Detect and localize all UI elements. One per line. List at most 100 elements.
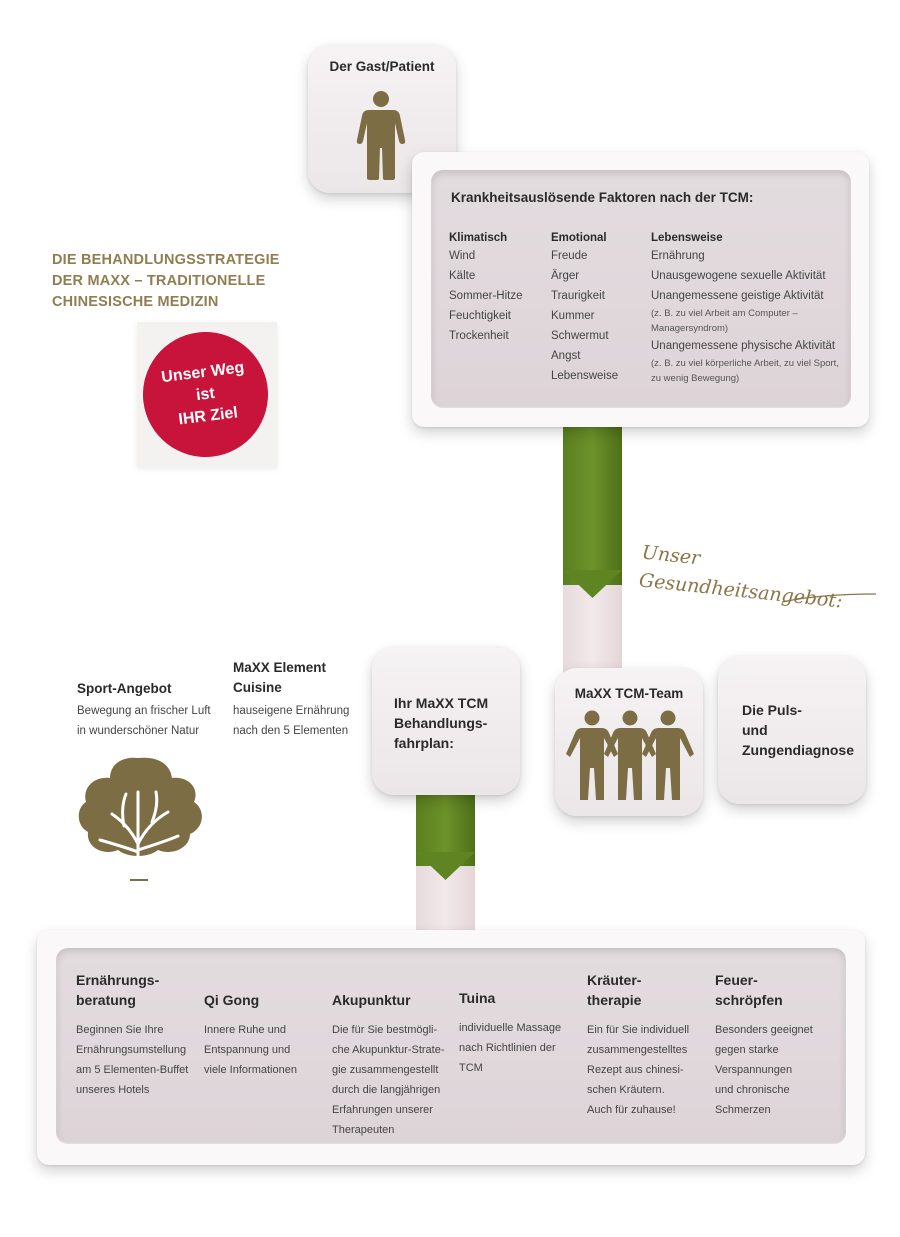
treatment-acupuncture: Akupunktur Die für Sie bestmögli- che Ak… (332, 990, 445, 1140)
list-item: Unangemessene physische Aktivität (651, 340, 836, 352)
guest-label: Der Gast/Patient (329, 59, 435, 74)
person-icon (356, 91, 406, 180)
treatment-cupping: Feuer- schröpfen Besonders geeignet gege… (715, 970, 813, 1120)
list-note: (z. B. zu viel Arbeit am Computer – (651, 308, 798, 319)
list-item: Feuchtigkeit (449, 310, 512, 322)
badge-line-2: ist (195, 384, 216, 404)
list-item: Freude (551, 250, 588, 262)
plan-line-3: fahrplan: (394, 735, 454, 751)
list-item: Kummer (551, 310, 595, 322)
arrow-down-icon (563, 570, 622, 598)
treatment-text: Auch für zuhause! (587, 1104, 676, 1116)
treatment-herbal: Kräuter- therapie Ein für Sie individuel… (587, 970, 689, 1120)
team-card: MaXX TCM-Team (555, 668, 703, 816)
treatment-text: Innere Ruhe und (204, 1024, 286, 1036)
treatment-text: Entspannung und (204, 1044, 291, 1056)
list-note: Managersyndrom) (651, 323, 729, 334)
upper-connector (563, 410, 622, 675)
treatment-text: gegen starke (715, 1044, 779, 1056)
treatment-text: gie zusammengestellt (332, 1064, 439, 1076)
diagnosis-card: Die Puls- und Zungendiagnose (718, 656, 866, 804)
list-item: Wind (449, 250, 476, 262)
arrow-down-icon (416, 852, 475, 880)
diagnosis-line-3: Zungendiagnose (742, 742, 854, 758)
sport-text-1: Bewegung an frischer Luft (77, 705, 211, 717)
column-heading: Emotional (551, 232, 607, 244)
treatment-text: individuelle Massage (459, 1022, 562, 1034)
treatment-text: Ein für Sie individuell (587, 1024, 690, 1036)
plan-line-2: Behandlungs- (394, 715, 488, 731)
plan-label: Ihr MaXX TCM Behandlungs- fahrplan: (394, 693, 488, 753)
treatment-text: viele Informationen (204, 1064, 297, 1076)
treatment-heading: Tuina (459, 990, 496, 1006)
list-item: Schwermut (551, 330, 609, 342)
treatments-panel: Ernährungs- beratung Beginnen Sie Ihre E… (56, 948, 846, 1144)
column-heading: Klimatisch (449, 232, 508, 244)
treatment-text: Verspannungen (715, 1064, 793, 1076)
title-line-2: DER MAXX – TRADITIONELLE (52, 273, 266, 289)
title-line-1: DIE BEHANDLUNGSSTRATEGIE (52, 252, 280, 268)
diagnosis-label: Die Puls- und Zungendiagnose (742, 700, 854, 760)
tree-icon (78, 757, 202, 882)
treatment-heading: beratung (76, 992, 136, 1008)
list-item: Traurigkeit (551, 290, 605, 302)
cuisine-text-1: hauseigene Ernährung (233, 705, 350, 717)
treatment-text: Rezept aus chinesi- (587, 1064, 684, 1076)
treatment-text: Beginnen Sie Ihre (76, 1024, 164, 1036)
script-underline (781, 593, 877, 603)
treatment-text: durch die langjährigen (332, 1084, 441, 1096)
treatment-heading: Feuer- (715, 972, 758, 988)
list-item: Ernährung (651, 250, 705, 262)
list-item: Angst (551, 350, 581, 362)
plan-line-1: Ihr MaXX TCM (394, 695, 489, 711)
list-item: Sommer-Hitze (449, 290, 523, 302)
team-icon (566, 710, 694, 800)
treatment-heading: Akupunktur (332, 992, 411, 1008)
list-item: Trockenheit (449, 330, 509, 342)
diagnosis-line-1: Die Puls- (742, 702, 802, 718)
cuisine-heading-2: Cuisine (233, 680, 282, 695)
list-item: Kälte (449, 270, 476, 282)
factors-column-climatic: Klimatisch Wind Kälte Sommer-Hitze Feuch… (449, 230, 522, 346)
factors-column-lifestyle: Lebensweise Ernährung Unausgewogene sexu… (651, 230, 846, 386)
treatment-text: Die für Sie bestmögli- (332, 1024, 438, 1036)
sport-heading: Sport-Angebot (77, 681, 172, 696)
cuisine-offer: MaXX Element Cuisine hauseigene Ernährun… (233, 658, 349, 741)
treatment-text: schen Kräutern. (587, 1084, 665, 1096)
treatment-text: Schmerzen (715, 1104, 771, 1116)
list-item: Lebensweise (551, 370, 619, 382)
list-note: zu wenig Bewegung) (651, 373, 740, 384)
page-title: DIE BEHANDLUNGSSTRATEGIE DER MAXX – TRAD… (52, 250, 280, 313)
sport-text-2: in wunderschöner Natur (77, 725, 200, 737)
factors-panel: Krankheitsauslösende Faktoren nach der T… (431, 170, 851, 408)
treatment-tuina: Tuina individuelle Massage nach Richtlin… (459, 988, 561, 1078)
sport-offer: Sport-Angebot Bewegung an frischer Luft … (77, 680, 211, 741)
treatment-text: nach Richtlinien der (459, 1042, 556, 1054)
treatment-heading: schröpfen (715, 992, 783, 1008)
treatment-heading: Kräuter- (587, 972, 642, 988)
team-label: MaXX TCM-Team (574, 686, 684, 701)
factors-column-emotional: Emotional Freude Ärger Traurigkeit Kumme… (551, 230, 618, 386)
treatment-text: che Akupunktur-Strate- (332, 1044, 445, 1056)
lower-connector (416, 782, 475, 932)
list-item: Ärger (551, 270, 580, 282)
treatment-text: unseres Hotels (76, 1084, 150, 1096)
treatment-text: Therapeuten (332, 1124, 395, 1136)
treatment-qigong: Qi Gong Innere Ruhe und Entspannung und … (204, 990, 297, 1080)
treatment-text: zusammengestelltes (587, 1044, 688, 1056)
list-note: (z. B. zu viel körperliche Arbeit, zu vi… (651, 358, 839, 369)
list-item: Unangemessene geistige Aktivität (651, 290, 824, 302)
treatment-nutrition: Ernährungs- beratung Beginnen Sie Ihre E… (76, 970, 188, 1100)
treatment-text: und chronische (715, 1084, 790, 1096)
treatment-text: Ernährungsumstellung (76, 1044, 187, 1056)
treatment-text: am 5 Elementen-Buffet (76, 1064, 189, 1076)
treatment-heading: Qi Gong (204, 992, 260, 1008)
list-item: Unausgewogene sexuelle Aktivität (651, 270, 826, 282)
column-heading: Lebensweise (651, 232, 723, 244)
treatment-heading: Ernährungs- (76, 972, 160, 988)
diagnosis-line-2: und (742, 722, 768, 738)
plan-card: Ihr MaXX TCM Behandlungs- fahrplan: (372, 647, 520, 795)
treatment-text: TCM (459, 1062, 483, 1074)
treatment-text: Erfahrungen unserer (332, 1104, 433, 1116)
treatment-heading: therapie (587, 992, 642, 1008)
